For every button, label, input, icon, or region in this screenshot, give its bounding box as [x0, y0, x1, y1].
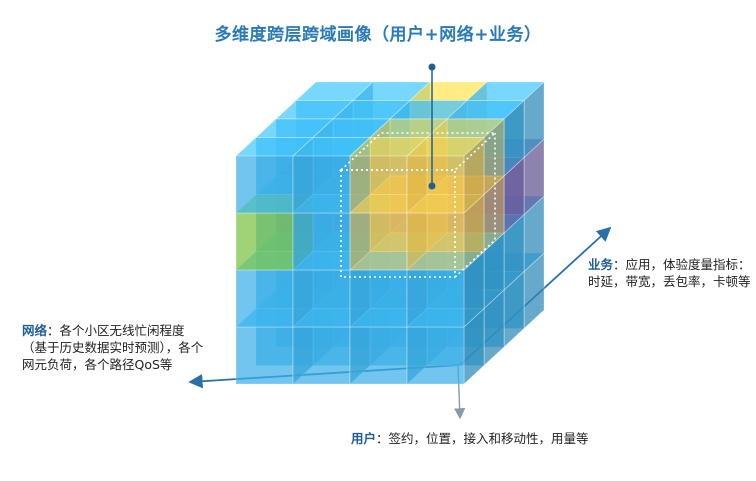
cube-3-0-0-front-face [406, 326, 465, 385]
user-label-head: 用户 [351, 431, 377, 446]
user-label-text: ：签约，位置，接入和移动性，用量等 [376, 431, 589, 446]
cube-1-1-0-front-face [292, 269, 351, 328]
pointer-dot-top [428, 63, 436, 71]
cube-2-2-0-front-face [349, 212, 408, 271]
cube-grid [234, 81, 546, 385]
network-label-head: 网络 [22, 323, 48, 338]
network-label: 网络：各个小区无线忙闲程度（基于历史数据实时预测），各个网元负荷，各个路径QoS… [22, 322, 207, 373]
page-title: 多维度跨层跨域画像（用户+网络+业务） [214, 25, 542, 45]
business-label-head: 业务 [588, 257, 614, 272]
cube-2-3-0-front-face [349, 155, 408, 214]
network-label-text: ：各个小区无线忙闲程度（基于历史数据实时预测），各个网元负荷，各个路径QoS等 [22, 323, 204, 372]
cube-0-1-0-front-face [235, 269, 294, 328]
cube-1-3-0-front-face [292, 155, 351, 214]
pointer-dot-center [428, 182, 436, 190]
cube-0-0-0-front-face [235, 326, 294, 385]
cube-3-3-0-front-face [406, 155, 465, 214]
cube-3-1-0-front-face [406, 269, 465, 328]
cube-0-3-0-front-face [235, 155, 294, 214]
business-label: 业务：应用，体验度量指标：时延，带宽，丢包率，卡顿等 [588, 256, 756, 290]
cube-2-0-0-front-face [349, 326, 408, 385]
user-label: 用户：签约，位置，接入和移动性，用量等 [351, 430, 591, 447]
cube-2-1-0-front-face [349, 269, 408, 328]
cube-0-2-0-front-face [235, 212, 294, 271]
cube-1-0-0-front-face [292, 326, 351, 385]
highlight-box [338, 132, 498, 278]
business-label-text: ：应用，体验度量指标：时延，带宽，丢包率，卡顿等 [588, 257, 751, 289]
